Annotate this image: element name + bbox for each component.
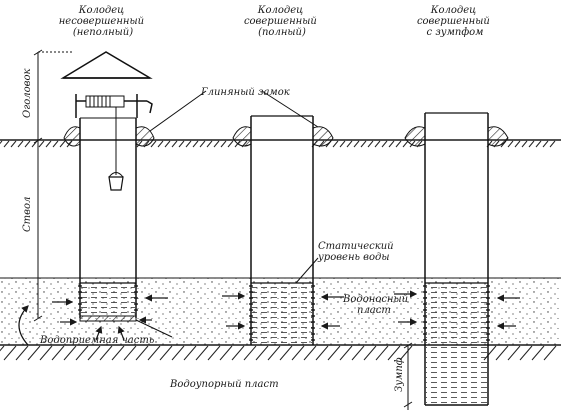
intake-curve-arrow	[18, 305, 29, 346]
well-2	[250, 115, 314, 345]
clay-lock-3-left	[404, 126, 426, 147]
well-2-title-line-2: совершенный	[244, 16, 317, 27]
well-1-windlass	[85, 95, 125, 108]
aquitard-hatch	[0, 345, 557, 361]
well-3	[424, 112, 489, 406]
bucket-icon	[108, 176, 124, 191]
shaft-label: Ствол	[22, 197, 33, 232]
clay-lock-1-right	[135, 126, 155, 147]
windlass-rope-coils	[89, 96, 111, 107]
ground-hatch	[0, 140, 556, 148]
well-1-title-line-2: несовершенный	[59, 16, 144, 27]
clay-lock-3-right	[487, 126, 509, 147]
static-level-label-line-2: уровень воды	[317, 252, 390, 263]
well-2-title-line-1: Колодец	[257, 5, 303, 16]
intake-label: Водоприемная часть	[39, 335, 154, 346]
left-dimension	[33, 49, 72, 322]
well-2-title-line-3: (полный)	[258, 27, 306, 38]
leader-lines	[135, 90, 319, 338]
inflow-arrows	[52, 290, 520, 341]
well-1-crank-handle	[146, 100, 153, 114]
wall-filter-dashes	[78, 285, 490, 341]
sump-dimension	[403, 342, 413, 410]
well-1-title: Колодец несовершенный (неполный)	[59, 5, 148, 38]
ground-surface	[0, 139, 561, 148]
well-3-title-line-2: совершенный	[417, 16, 490, 27]
aquitard-label: Водоупорный пласт	[169, 379, 279, 390]
aquifer-label-line-2: пласт	[357, 305, 391, 316]
clay-lock-2-right	[312, 126, 334, 147]
well-2-water	[252, 283, 312, 344]
well-3-water	[426, 283, 487, 404]
well-1	[60, 51, 153, 322]
sump-label: Зумпф	[394, 357, 405, 392]
well-1-bottom-filter	[79, 315, 137, 322]
well-1-title-line-1: Колодец	[78, 5, 124, 16]
well-2-title: Колодец совершенный (полный)	[244, 5, 320, 38]
well-1-roof	[60, 51, 153, 79]
clay-lock-1-left	[63, 126, 81, 147]
well-3-title: Колодец совершенный с зумпфом	[417, 5, 493, 38]
well-1-water	[81, 283, 135, 316]
static-level-label-line-1: Статический	[318, 241, 394, 252]
head-label: Оголовок	[22, 68, 33, 118]
aquifer-label-line-1: Водоносный	[342, 294, 408, 305]
well-1-title-line-3: (неполный)	[73, 27, 133, 38]
clay-lock-label: Глиняный замок	[200, 87, 290, 98]
well-3-title-line-1: Колодец	[430, 5, 476, 16]
clay-lock-2-left	[232, 126, 252, 147]
well-3-title-line-3: с зумпфом	[427, 27, 484, 38]
aquitard-layer	[0, 344, 561, 361]
